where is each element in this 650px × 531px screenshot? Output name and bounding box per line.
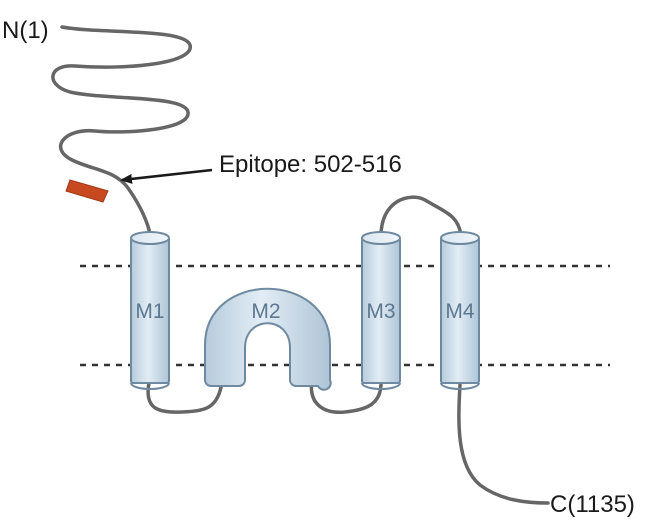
c-terminus-label: C(1135) — [550, 491, 635, 518]
helix-label-m1: M1 — [135, 300, 164, 323]
helix-m4: M4 — [440, 231, 480, 390]
helix-label-m4: M4 — [445, 300, 474, 323]
n-terminal-chain — [51, 25, 192, 240]
loop-m1-m2 — [146, 380, 224, 414]
epitope-label: Epitope: 502-516 — [219, 151, 402, 178]
c-terminal-chain — [457, 383, 550, 505]
helix-m1: M1 — [130, 231, 170, 390]
loop-m2-m3 — [309, 378, 383, 415]
helix-label-m3: M3 — [366, 300, 395, 323]
helix-m3: M3 — [361, 231, 401, 390]
epitope-segment — [65, 179, 109, 203]
helix-label-m2: M2 — [251, 300, 280, 323]
n-terminus-label: N(1) — [2, 17, 49, 44]
epitope-arrow — [120, 168, 213, 184]
helix-m2: M2 — [204, 287, 332, 391]
loop-m3-m4 — [379, 195, 463, 240]
